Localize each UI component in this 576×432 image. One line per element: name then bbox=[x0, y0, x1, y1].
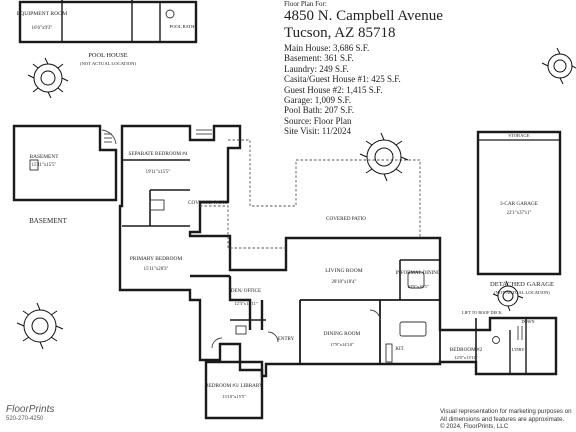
detached-garage-label: DETACHED GARAGE bbox=[490, 281, 554, 288]
tree-left-icon bbox=[27, 57, 69, 99]
equipment-room-label: EQUIPMENT ROOM bbox=[17, 11, 67, 17]
laundry-label: L'DRY bbox=[511, 347, 525, 352]
disclaimer: Visual representation for marketing purp… bbox=[440, 408, 572, 431]
living-room-label: LIVING ROOM bbox=[325, 268, 362, 274]
company-phone: 520-270-4250 bbox=[6, 416, 44, 422]
garage-label: 3-CAR GARAGE bbox=[500, 201, 538, 207]
bedroom-2-label: BEDROOM #2 bbox=[450, 347, 483, 353]
den-office-label: DEN/ OFFICE bbox=[231, 289, 261, 294]
separate-bedroom-dim: 19'11"x15'5" bbox=[146, 170, 171, 175]
pool-bath-label: POOL BATH bbox=[170, 24, 196, 29]
dining-room-label: DINING ROOM bbox=[324, 331, 361, 337]
basement-caption: BASEMENT bbox=[29, 217, 67, 225]
kitchen-label: KIT. bbox=[395, 347, 404, 352]
living-room-dim: 28'10"x18'4" bbox=[332, 280, 357, 285]
bedroom-3-walls bbox=[204, 360, 264, 420]
tree-bottom-right-icon bbox=[492, 280, 524, 312]
tree-top-right-icon bbox=[541, 47, 576, 85]
pool-house-note: (NOT ACTUAL LOCATION) bbox=[80, 61, 136, 66]
disclaimer-line-3: © 2024, FloorPrints, LLC bbox=[440, 423, 509, 431]
informal-dining-dim: 10'9"x16'5" bbox=[407, 284, 429, 289]
branding: FloorPrints 520-270-4250 bbox=[6, 404, 54, 422]
dining-room-dim: 17'8"x14'10" bbox=[330, 342, 354, 347]
patio-outlines bbox=[200, 139, 421, 249]
garage-walls bbox=[476, 130, 562, 276]
informal-dining-label: INFORMAL DINING bbox=[396, 271, 441, 276]
basement-walls bbox=[12, 124, 118, 202]
bedroom-3-dim: 13'10"x15'5" bbox=[222, 394, 246, 399]
pool-house-walls bbox=[18, 0, 198, 44]
equipment-room-dim: 16'6"x9'3" bbox=[32, 26, 53, 31]
detached-garage-note: (NOT ACTUAL LOCATION) bbox=[494, 290, 550, 295]
fact-source: Source: Floor Plan bbox=[284, 115, 352, 126]
fact-garage: Garage: 1,009 S.F. bbox=[284, 95, 352, 106]
trees bbox=[16, 47, 576, 350]
property-info: Floor Plan For: 4850 N. Campbell Avenue … bbox=[284, 0, 443, 137]
primary-bedroom-dim: 15'11"x20'3" bbox=[144, 267, 169, 272]
fact-casita: Casita/Guest House #1: 425 S.F. bbox=[284, 74, 401, 85]
fact-site-visit: Site Visit: 11/2024 bbox=[284, 126, 351, 137]
fact-laundry: Laundry: 249 S.F. bbox=[284, 63, 349, 74]
facts-list: Main House: 3,686 S.F. Basement: 361 S.F… bbox=[284, 43, 443, 137]
basement-room-label: BASEMENT bbox=[29, 154, 59, 160]
basement-room-dim: 15'11"x15'5" bbox=[32, 163, 57, 168]
entry-label: ENTRY bbox=[278, 337, 295, 342]
floor-plan-kicker: Floor Plan For: bbox=[284, 0, 327, 8]
covered-patio-2-label: COVERED PATIO bbox=[326, 216, 366, 222]
fact-pool-bath: Pool Bath: 207 S.F. bbox=[284, 105, 355, 116]
address-line-1: 4850 N. Campbell Avenue bbox=[284, 8, 443, 24]
fact-guest-house-2: Guest House #2: 1,415 S.F. bbox=[284, 84, 383, 95]
separate-bedroom-label: SEPARATE BEDROOM #4 bbox=[129, 151, 188, 157]
down-label: DOWN bbox=[521, 319, 534, 324]
disclaimer-line-2: All dimensions and features are approxim… bbox=[440, 415, 565, 423]
stairs bbox=[101, 129, 523, 349]
tree-center-icon bbox=[359, 132, 409, 182]
lift-to-roof-label: LIFT TO ROOF DECK bbox=[462, 310, 502, 315]
bedroom-2-dim: 12'0"x13'11" bbox=[454, 355, 478, 360]
fixtures bbox=[29, 9, 500, 363]
covered-patio-1-label: COVERED PATIO bbox=[188, 200, 228, 206]
fact-main-house: Main House: 3,686 S.F. bbox=[284, 43, 370, 53]
pool-house-label: POOL HOUSE bbox=[88, 52, 127, 59]
den-office-dim: 12'3"x14'11" bbox=[234, 301, 258, 306]
company-logo: FloorPrints bbox=[6, 404, 55, 415]
main-house-walls bbox=[118, 124, 558, 378]
address-line-2: Tucson, AZ 85718 bbox=[284, 25, 396, 41]
garage-dim: 22'1"x37'11" bbox=[507, 211, 532, 216]
disclaimer-line-1: Visual representation for marketing purp… bbox=[440, 408, 572, 415]
primary-bedroom-label: PRIMARY BEDROOM bbox=[130, 256, 183, 262]
bedroom-3-label: BEDROOM #3/ LIBRARY bbox=[205, 383, 263, 389]
tree-bottom-left-icon bbox=[16, 302, 64, 350]
fact-basement: Basement: 361 S.F. bbox=[284, 53, 354, 64]
storage-label: STORAGE bbox=[508, 133, 529, 138]
